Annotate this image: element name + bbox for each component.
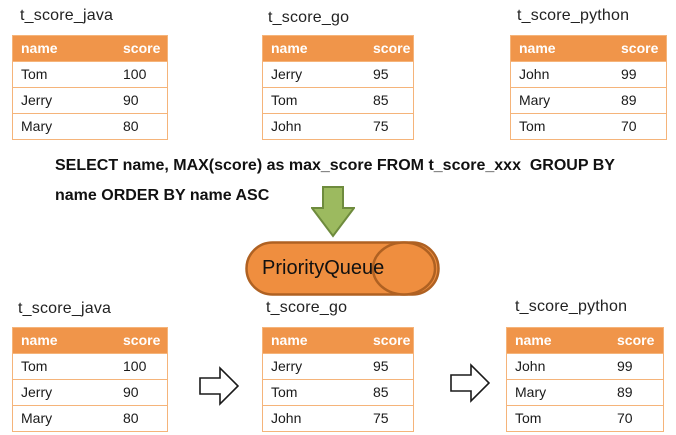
cell-score: 100 [115,353,168,380]
score-table-python-bottom: name score John 99 Mary 89 Tom 70 [506,327,664,432]
table-row: Tom 85 [262,379,414,406]
table-row: Mary 89 [510,87,667,114]
sql-query-line1: SELECT name, MAX(score) as max_score FRO… [55,157,615,174]
table-row: Jerry 95 [262,61,414,88]
table-row: Jerry 90 [12,379,168,406]
cell-score: 99 [613,61,667,88]
cell-score: 85 [365,379,414,406]
table-header-row: name score [506,327,664,354]
cell-name: Tom [12,353,115,380]
down-arrow-shape [311,186,355,238]
table-title-python-bottom: t_score_python [515,298,628,315]
cylinder-icon [245,241,440,296]
table-header-row: name score [510,35,667,62]
right-arrow-shape [450,363,490,403]
cell-score: 89 [613,87,667,114]
table-row: Mary 80 [12,113,168,140]
cell-score: 70 [613,113,667,140]
table-title-go-bottom: t_score_go [266,299,348,316]
cell-score: 90 [115,87,168,114]
cell-score: 75 [365,113,414,140]
cylinder-end-cap [371,241,437,296]
cell-name: Jerry [12,379,115,406]
column-header-score: score [609,327,664,354]
score-table-java-top: name score Tom 100 Jerry 90 Mary 80 [12,35,168,140]
table-header-row: name score [262,327,414,354]
column-header-name: name [262,35,365,62]
cell-score: 100 [115,61,168,88]
cell-name: Tom [506,405,609,432]
column-header-score: score [115,35,168,62]
column-header-name: name [262,327,365,354]
table-row: John 99 [506,353,664,380]
cell-name: John [262,405,365,432]
table-row: John 75 [262,405,414,432]
cell-name: Mary [12,113,115,140]
cell-score: 70 [609,405,664,432]
column-header-name: name [12,35,115,62]
table-title-python-top: t_score_python [517,7,630,24]
table-title-java-top: t_score_java [20,7,114,24]
cell-score: 89 [609,379,664,406]
cell-name: John [510,61,613,88]
cell-name: Mary [506,379,609,406]
priority-queue-label: PriorityQueue [262,256,385,279]
cell-name: Tom [262,87,365,114]
table-header-row: name score [262,35,414,62]
cell-name: Tom [12,61,115,88]
cell-score: 95 [365,61,414,88]
column-header-name: name [506,327,609,354]
score-table-go-bottom: name score Jerry 95 Tom 85 John 75 [262,327,414,432]
table-title-java-bottom: t_score_java [18,300,112,317]
right-arrow-icon [450,363,490,403]
column-header-name: name [12,327,115,354]
column-header-score: score [365,35,414,62]
score-table-go-top: name score Jerry 95 Tom 85 John 75 [262,35,414,140]
cell-name: Mary [12,405,115,432]
cell-score: 99 [609,353,664,380]
priority-queue-cylinder: PriorityQueue [245,241,441,297]
table-row: Mary 89 [506,379,664,406]
column-header-score: score [365,327,414,354]
cell-score: 80 [115,113,168,140]
cell-name: John [262,113,365,140]
column-header-score: score [115,327,168,354]
table-row: Mary 80 [12,405,168,432]
table-row: John 99 [510,61,667,88]
table-header-row: name score [12,327,168,354]
table-header-row: name score [12,35,168,62]
cell-name: Tom [510,113,613,140]
cell-score: 95 [365,353,414,380]
cell-name: John [506,353,609,380]
column-header-score: score [613,35,667,62]
cell-name: Jerry [262,353,365,380]
cell-score: 75 [365,405,414,432]
cell-score: 85 [365,87,414,114]
table-row: Tom 70 [506,405,664,432]
table-row: Tom 70 [510,113,667,140]
down-arrow-icon [311,186,355,238]
table-row: John 75 [262,113,414,140]
table-row: Tom 100 [12,353,168,380]
score-table-python-top: name score John 99 Mary 89 Tom 70 [510,35,667,140]
right-arrow-icon [199,366,239,406]
column-header-name: name [510,35,613,62]
table-row: Tom 85 [262,87,414,114]
cell-score: 90 [115,379,168,406]
cell-name: Jerry [262,61,365,88]
cell-score: 80 [115,405,168,432]
table-row: Jerry 90 [12,87,168,114]
cell-name: Mary [510,87,613,114]
right-arrow-shape [199,366,239,406]
table-row: Tom 100 [12,61,168,88]
cell-name: Jerry [12,87,115,114]
cell-name: Tom [262,379,365,406]
sql-query-line2: name ORDER BY name ASC [55,187,270,204]
score-table-java-bottom: name score Tom 100 Jerry 90 Mary 80 [12,327,168,432]
table-title-go-top: t_score_go [268,9,350,26]
table-row: Jerry 95 [262,353,414,380]
